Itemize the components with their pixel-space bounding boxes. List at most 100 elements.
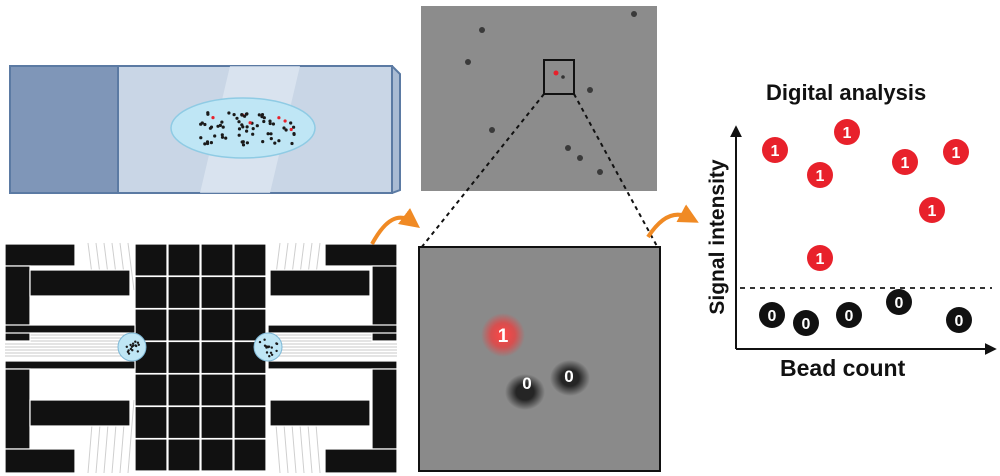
bead-dot (251, 127, 255, 131)
bead-dot (237, 127, 242, 131)
svg-text:0: 0 (802, 316, 811, 333)
plot-title: Digital analysis (766, 80, 927, 105)
bead-dot (237, 120, 241, 124)
overview-bead (489, 127, 495, 133)
bead-dot (240, 140, 244, 144)
bead-dot (257, 113, 261, 117)
negative-bead: 0 (836, 302, 862, 328)
bead-dot (262, 119, 266, 124)
zoom-line-right (573, 93, 659, 249)
bead-dot (292, 132, 296, 136)
bead-dot (237, 133, 241, 137)
plot-beads: 1 1 1 1 1 1 1 0 0 0 0 0 (759, 119, 972, 336)
negative-bead: 0 (793, 310, 819, 336)
bead-dot (221, 125, 225, 129)
bead-dot (251, 132, 255, 136)
positive-bead: 1 (834, 119, 860, 145)
overview-bead (565, 145, 571, 151)
bead-dot (220, 133, 224, 137)
negative-bead: 0 (759, 302, 785, 328)
svg-text:1: 1 (816, 251, 825, 268)
bead-dot (261, 140, 265, 144)
svg-text:1: 1 (901, 155, 910, 172)
bead-dot (255, 124, 259, 128)
bead-dot (240, 113, 244, 117)
bead-dot (241, 143, 246, 147)
overview-beads (465, 11, 637, 175)
x-axis-label: Bead count (780, 355, 906, 381)
bead-dot (245, 141, 249, 145)
positive-bead: 1 (892, 149, 918, 175)
slide-frosted-end (9, 65, 119, 194)
positive-bead-dot (277, 116, 281, 120)
svg-text:1: 1 (843, 125, 852, 142)
zoom-bead-positive-label: 1 (498, 326, 509, 347)
positive-bead: 1 (943, 139, 969, 165)
bead-dot (289, 121, 293, 125)
svg-text:1: 1 (928, 203, 937, 220)
svg-text:0: 0 (845, 308, 854, 325)
process-arrow-right (646, 204, 699, 239)
bead-dot (245, 125, 249, 129)
microscope-zoom-image: 1 0 0 (418, 246, 661, 472)
svg-text:1: 1 (816, 168, 825, 185)
negative-bead: 0 (886, 289, 912, 315)
bead-dot (220, 120, 224, 124)
zoom-region-box (543, 59, 575, 95)
positive-bead-dot (289, 127, 293, 132)
bead-dot (220, 135, 225, 139)
svg-text:0: 0 (895, 295, 904, 312)
bead-dot (209, 141, 213, 145)
positive-bead: 1 (919, 197, 945, 223)
overview-bead (587, 87, 593, 93)
bead-dot (235, 116, 239, 120)
overview-bead (465, 59, 471, 65)
positive-bead: 1 (807, 162, 833, 188)
bead-dot (277, 139, 281, 143)
bead-dot (268, 121, 272, 126)
process-arrow-left (370, 208, 421, 245)
overview-bead (631, 11, 637, 17)
bead-dot (244, 112, 248, 116)
svg-text:0: 0 (955, 313, 964, 330)
bead-dot (266, 132, 270, 136)
bead-dot (292, 125, 296, 129)
positive-bead-dot (211, 116, 215, 120)
overview-bead (597, 169, 603, 175)
bead-dot (268, 119, 272, 123)
overview-bead (479, 27, 485, 33)
bead-dot (282, 126, 286, 130)
bead-dot (240, 123, 244, 127)
bead-dot (218, 123, 222, 127)
svg-text:1: 1 (771, 143, 780, 160)
bead-dot (216, 124, 220, 128)
droplet-beads (199, 111, 296, 147)
zoom-line-left (420, 93, 545, 249)
bead-dot (203, 122, 207, 127)
zoom-bead-negative-label: 0 (522, 374, 531, 393)
positive-bead: 1 (762, 137, 788, 163)
bead-dot (290, 141, 294, 146)
glass-slide (9, 65, 401, 194)
bead-dot (203, 142, 207, 146)
bead-dot (284, 128, 288, 132)
bead-dot (245, 129, 249, 133)
bead-dot (199, 136, 203, 140)
bead-dot (273, 141, 277, 145)
microscope-overview-image (421, 6, 657, 191)
bead-dot (199, 122, 203, 126)
digital-analysis-plot: 1 1 1 1 1 1 1 0 0 0 0 0 (730, 119, 997, 355)
chip-electrode-grid (4, 243, 398, 474)
bead-dot (232, 113, 236, 117)
y-axis-label: Signal intensity (706, 159, 729, 315)
positive-bead-dot (248, 121, 252, 125)
microfluidic-chip (4, 242, 398, 474)
negative-bead: 0 (946, 307, 972, 333)
bead-dot (243, 114, 247, 118)
zoom-bead-negative-label: 0 (564, 367, 573, 386)
svg-text:0: 0 (768, 308, 777, 325)
bead-dot (208, 126, 212, 130)
bead-dot (213, 134, 217, 138)
positive-bead: 1 (807, 245, 833, 271)
